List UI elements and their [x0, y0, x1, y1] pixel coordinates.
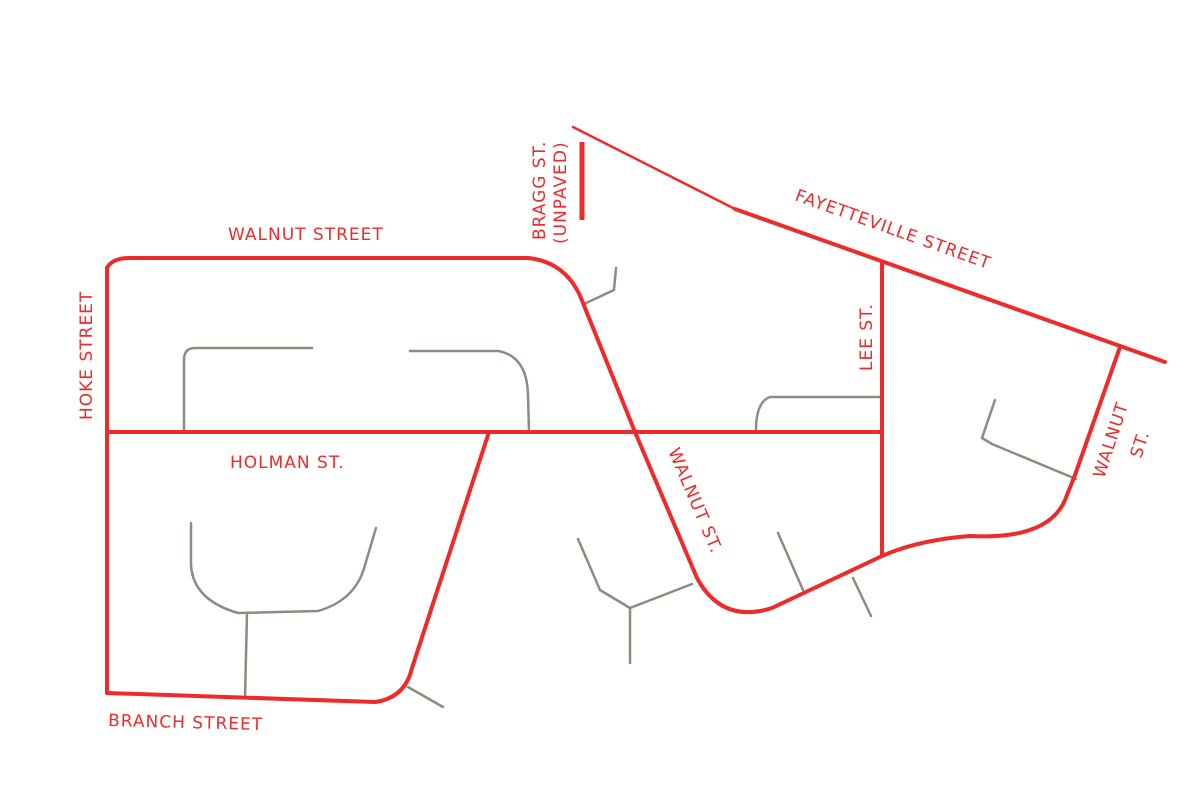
side-road-branch-connector	[243, 611, 249, 700]
label-lee-st: LEE ST.	[857, 303, 877, 371]
road-walnut-st-diagonal	[633, 345, 1122, 615]
side-road-lee-west	[754, 395, 884, 432]
street-labels: WALNUT STREET HOKE STREET HOLMAN ST. BRA…	[77, 141, 1154, 735]
side-road-south-lee-a	[776, 531, 805, 592]
label-hoke-street: HOKE STREET	[77, 291, 97, 420]
side-road-branch-southeast-stub	[406, 685, 445, 709]
label-walnut-st-diagonal: WALNUT ST.	[663, 445, 725, 556]
label-walnut-st-right-abbrev: ST.	[1127, 428, 1155, 460]
side-road-y-junction-west	[576, 537, 632, 610]
road-fayetteville-street-west	[571, 125, 737, 211]
label-walnut-street-top: WALNUT STREET	[228, 225, 384, 245]
label-bragg-st: BRAGG ST.	[530, 141, 550, 240]
label-bragg-st-unpaved: (UNPAVED)	[551, 141, 571, 244]
road-fayetteville-street	[733, 207, 1167, 364]
side-road-walnut-cul-de-sac	[582, 266, 618, 306]
road-walnut-street-top	[105, 256, 637, 434]
road-branch-street	[105, 430, 491, 704]
side-road-south-lee-b	[851, 576, 873, 618]
main-roads	[105, 125, 1167, 704]
label-holman-st: HOLMAN ST.	[230, 453, 345, 473]
side-road-holman-north-east	[408, 349, 531, 434]
side-road-branch-loop	[189, 521, 378, 615]
side-road-holman-north-west	[182, 346, 314, 434]
label-branch-street: BRANCH STREET	[108, 711, 264, 735]
side-roads	[182, 266, 1078, 709]
side-road-y-junction-east	[628, 582, 694, 610]
side-road-walnut-right-east	[980, 398, 1078, 481]
label-fayetteville-street: FAYETTEVILLE STREET	[792, 186, 993, 274]
